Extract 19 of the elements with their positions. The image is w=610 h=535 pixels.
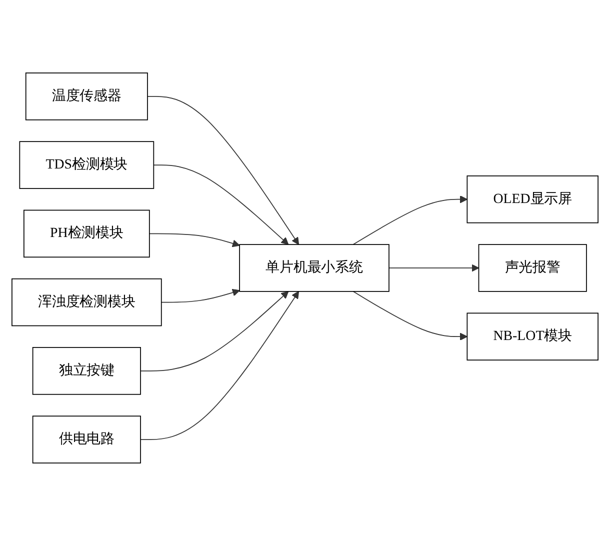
node-box: 独立按键 bbox=[32, 346, 141, 394]
node-box: 供电电路 bbox=[32, 415, 141, 463]
node-box: OLED显示屏 bbox=[466, 174, 598, 223]
node-box: NB-LOT模块 bbox=[466, 312, 598, 360]
arrow bbox=[160, 288, 240, 302]
arrow bbox=[153, 164, 289, 244]
arrow bbox=[352, 290, 468, 340]
arrow bbox=[147, 95, 300, 244]
node-box: 单片机最小系统 bbox=[239, 244, 390, 292]
arrow bbox=[388, 264, 480, 272]
arrow bbox=[148, 232, 240, 247]
arrow bbox=[140, 290, 300, 440]
node-box: 浑浊度检测模块 bbox=[12, 278, 162, 326]
arrow bbox=[352, 195, 468, 244]
node-box: 声光报警 bbox=[478, 244, 587, 292]
arrow bbox=[140, 290, 289, 371]
node-box: TDS检测模块 bbox=[19, 140, 154, 188]
node-box: PH检测模块 bbox=[24, 209, 150, 258]
node-box: 温度传感器 bbox=[25, 72, 148, 120]
